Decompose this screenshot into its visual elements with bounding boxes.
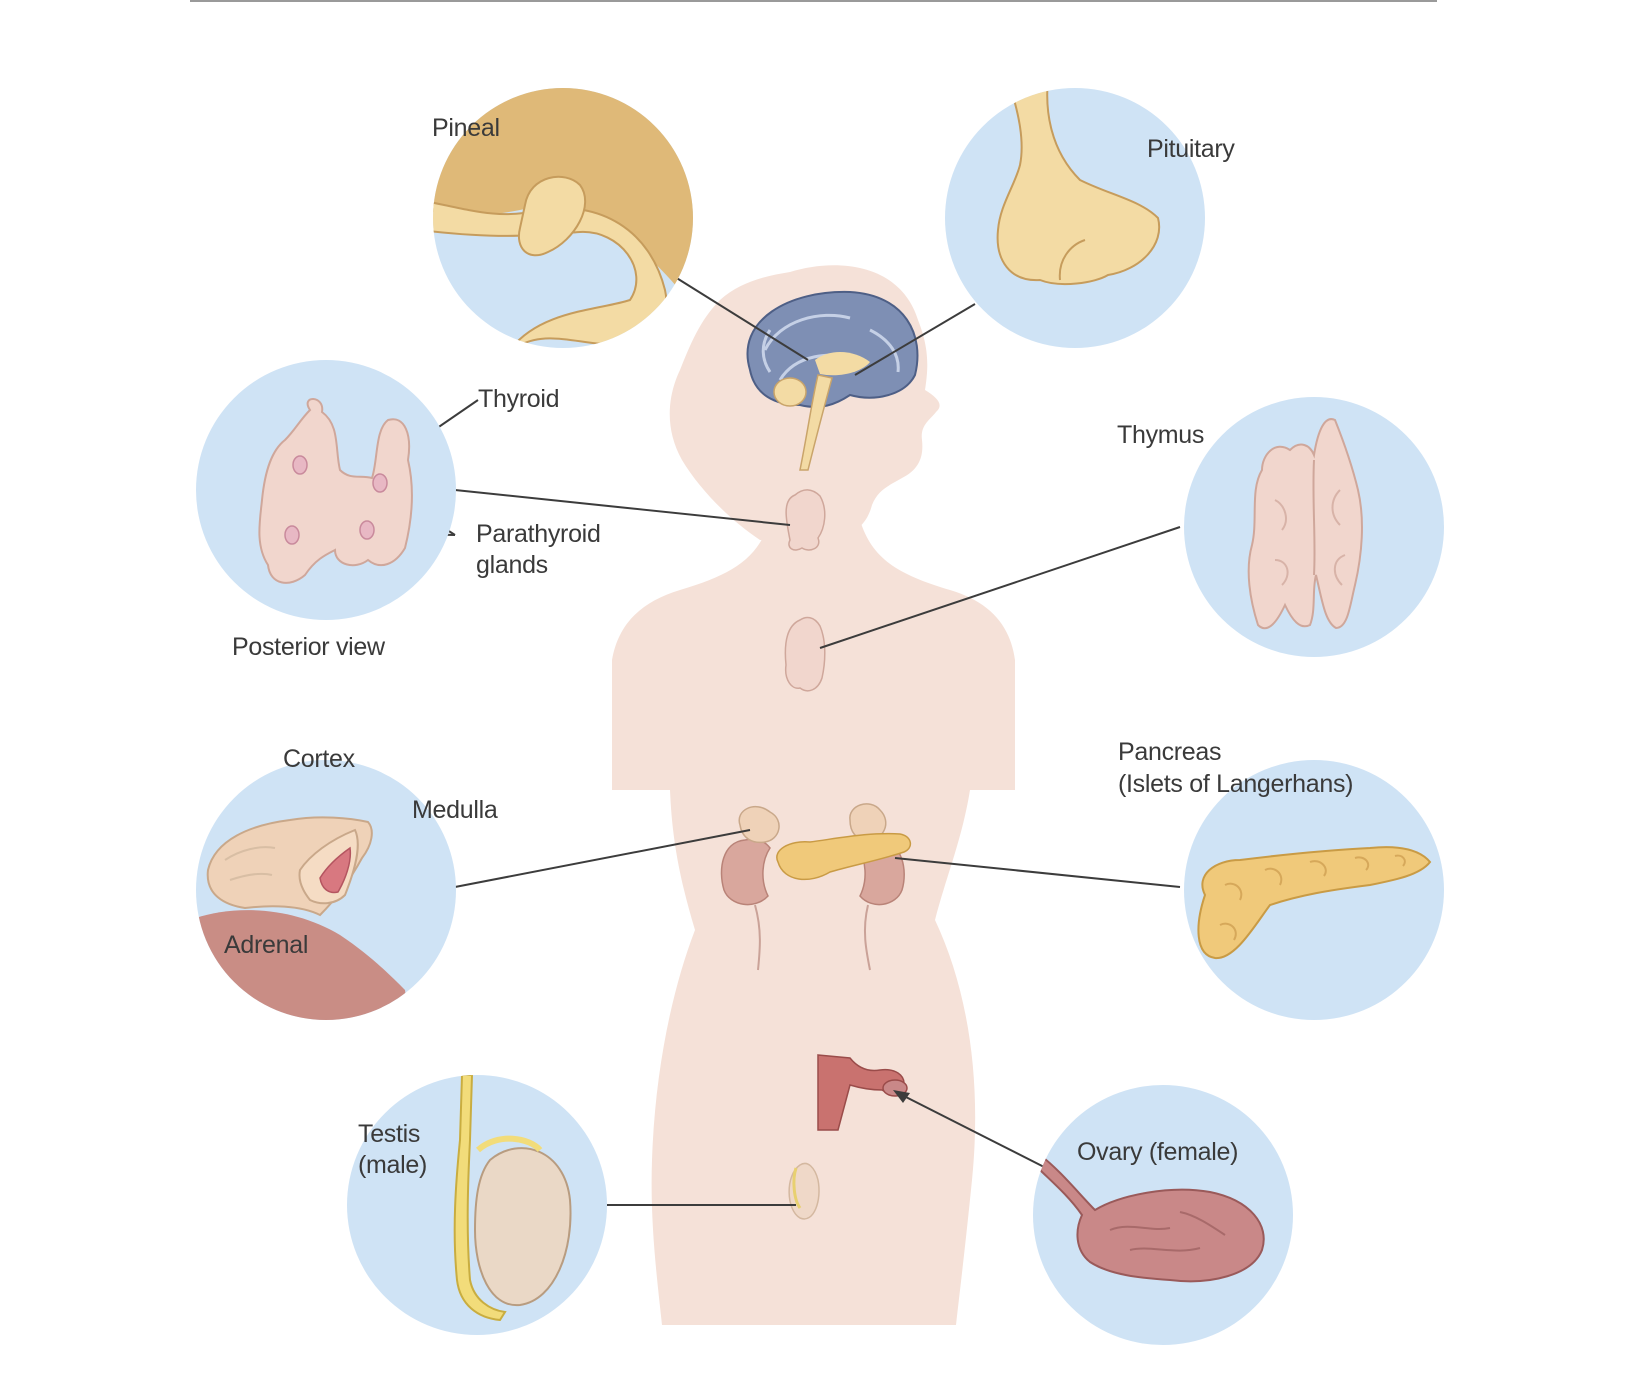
- label-parathyroid-line2: glands: [476, 551, 548, 579]
- label-medulla: Medulla: [412, 796, 498, 824]
- label-thyroid: Thyroid: [478, 385, 559, 413]
- ovary-circle: [1033, 1085, 1293, 1345]
- torso-silhouette: [612, 520, 1015, 1325]
- label-pituitary: Pituitary: [1147, 135, 1235, 163]
- label-testis-line2: (male): [358, 1151, 427, 1179]
- brain: [746, 290, 919, 471]
- label-ovary: Ovary (female): [1077, 1138, 1238, 1166]
- body-thymus: [784, 616, 826, 692]
- body-pancreas: [776, 832, 912, 881]
- testis-circle: [347, 1075, 607, 1335]
- body-testis: [788, 1162, 820, 1220]
- label-adrenal: Adrenal: [224, 931, 308, 959]
- thymus-circle: [1184, 397, 1444, 657]
- label-pineal: Pineal: [432, 114, 500, 142]
- label-posterior-view: Posterior view: [232, 633, 386, 661]
- label-thymus: Thymus: [1117, 421, 1204, 449]
- label-pancreas-line2: (Islets of Langerhans): [1118, 770, 1353, 798]
- label-testis-line1: Testis: [358, 1120, 420, 1148]
- pancreas-circle: [1184, 760, 1444, 1020]
- thyroid-circle: [196, 360, 456, 620]
- body-thyroid: [785, 489, 826, 551]
- label-cortex: Cortex: [283, 745, 356, 773]
- label-pancreas-line1: Pancreas: [1118, 738, 1221, 766]
- pineal-circle: [433, 88, 693, 348]
- pituitary-circle: [945, 88, 1205, 348]
- label-parathyroid-line1: Parathyroid: [476, 520, 601, 548]
